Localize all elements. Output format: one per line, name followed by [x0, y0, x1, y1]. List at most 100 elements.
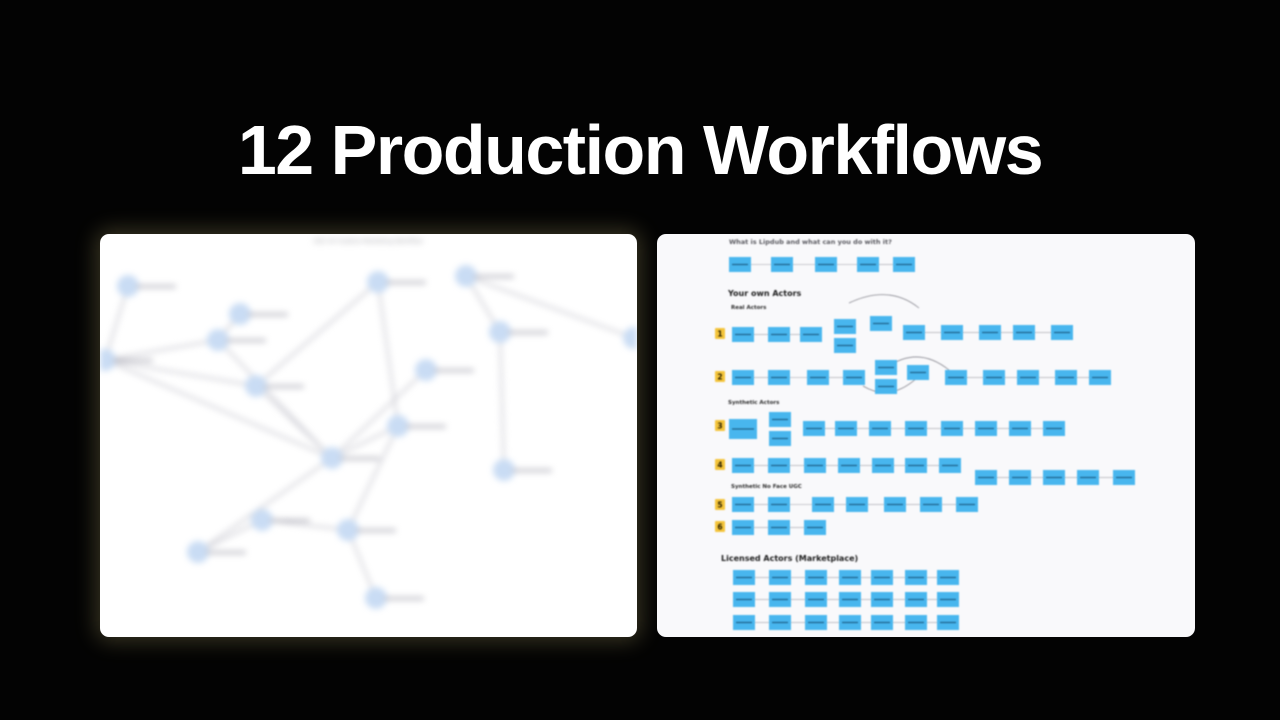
flow-node-label	[808, 576, 824, 579]
flow-node-label	[908, 576, 924, 579]
graph-edge	[346, 529, 378, 599]
graph-node	[321, 447, 343, 469]
graph-edge	[103, 285, 130, 361]
flow-node-label	[944, 427, 960, 430]
graph-header: UGC AI Creative Marketing Workflow	[313, 238, 422, 245]
flow-node-label	[1054, 331, 1070, 334]
flow-node-label	[906, 331, 922, 334]
flow-node-label	[940, 598, 956, 601]
flow-node-label	[771, 526, 787, 529]
graph-workflow-panel[interactable]: UGC AI Creative Marketing Workflow	[100, 234, 637, 637]
flow-node-label	[1012, 476, 1028, 479]
flow-node-label	[735, 526, 751, 529]
graph-node-label	[384, 597, 424, 600]
flow-node-label	[735, 503, 751, 506]
flow-node-label	[772, 418, 788, 421]
flow-node-label	[772, 437, 788, 440]
flow-node-label	[815, 503, 831, 506]
flow-node-label	[872, 427, 888, 430]
workflow-flowchart: What is Lipdub and what can you do with …	[715, 238, 1135, 630]
graph-node-label	[206, 551, 246, 554]
flow-node-label	[874, 576, 890, 579]
flow-node-label	[942, 464, 958, 467]
flow-node-label	[736, 621, 752, 624]
graph-node-label	[226, 339, 266, 342]
flow-node-label	[959, 503, 975, 506]
flow-node-label	[982, 331, 998, 334]
flow-node-label	[908, 621, 924, 624]
subheading-real-actors: Real Actors	[731, 305, 767, 311]
subheading-synthetic-actors: Synthetic Actors	[728, 400, 780, 406]
step-badge	[715, 459, 725, 470]
flow-node-label	[735, 464, 751, 467]
flow-node-label	[808, 621, 824, 624]
flow-node-label	[948, 376, 964, 379]
graph-node	[455, 265, 477, 287]
flow-node-label	[736, 598, 752, 601]
flow-node-label	[842, 598, 858, 601]
flow-node-label	[810, 376, 826, 379]
flow-node-label	[771, 333, 787, 336]
graph-node-label	[356, 529, 396, 532]
step-badge	[715, 371, 725, 382]
graph-node	[207, 329, 229, 351]
graph-edge	[347, 425, 399, 531]
flow-node-label	[771, 376, 787, 379]
flow-node-label	[1116, 476, 1132, 479]
step-badge-label: 2	[717, 373, 722, 382]
flow-node-label	[1080, 476, 1096, 479]
top-question: What is Lipdub and what can you do with …	[729, 238, 892, 246]
step-badge	[715, 420, 725, 431]
flow-node-label	[908, 598, 924, 601]
flow-node-label	[735, 333, 751, 336]
workflow-graph: UGC AI Creative Marketing Workflow	[100, 238, 637, 609]
flow-node-label	[978, 476, 994, 479]
graph-edge	[465, 274, 635, 340]
flow-node-label	[849, 503, 865, 506]
flow-node-label	[772, 621, 788, 624]
graph-node	[229, 303, 251, 325]
graph-node-label	[406, 425, 446, 428]
graph-edge	[197, 519, 263, 553]
graph-node-label	[270, 519, 310, 522]
flowchart-workflow-panel[interactable]: What is Lipdub and what can you do with …	[657, 234, 1195, 637]
step-badge	[715, 521, 725, 532]
flow-node-label	[771, 464, 787, 467]
step-badge-label: 1	[717, 330, 722, 339]
flow-node-label	[978, 427, 994, 430]
step-badge	[715, 328, 725, 339]
step-badge-label: 6	[717, 523, 722, 532]
flow-node-label	[807, 526, 823, 529]
graph-node	[337, 519, 359, 541]
graph-edge	[217, 339, 333, 459]
flow-node-label	[923, 503, 939, 506]
flow-node-label	[771, 503, 787, 506]
flow-node-label	[841, 464, 857, 467]
graph-edge	[498, 331, 506, 471]
flow-node-label	[837, 325, 853, 328]
page-title: 12 Production Workflows	[237, 111, 1044, 189]
step-badge-label: 3	[717, 422, 722, 431]
flow-node-label	[908, 427, 924, 430]
graph-node	[623, 327, 637, 349]
flow-node-label	[875, 464, 891, 467]
flow-node-label	[944, 331, 960, 334]
flow-node-label	[1012, 427, 1028, 430]
flow-node-label	[735, 376, 751, 379]
graph-node-label	[136, 285, 176, 288]
graph-node	[245, 375, 267, 397]
flow-node-label	[874, 598, 890, 601]
flow-node-label	[842, 576, 858, 579]
graph-node	[489, 321, 511, 343]
graph-node	[367, 271, 389, 293]
flow-node-label	[896, 263, 912, 266]
flow-node-label	[860, 263, 876, 266]
flow-node-label	[846, 376, 862, 379]
step-badge-label: 4	[717, 461, 722, 470]
flow-node-label	[806, 427, 822, 430]
graph-node-label	[386, 281, 426, 284]
flow-node-label	[1046, 427, 1062, 430]
step-badge-label: 5	[717, 501, 722, 510]
graph-node-label	[474, 275, 514, 278]
flow-node-label	[842, 621, 858, 624]
